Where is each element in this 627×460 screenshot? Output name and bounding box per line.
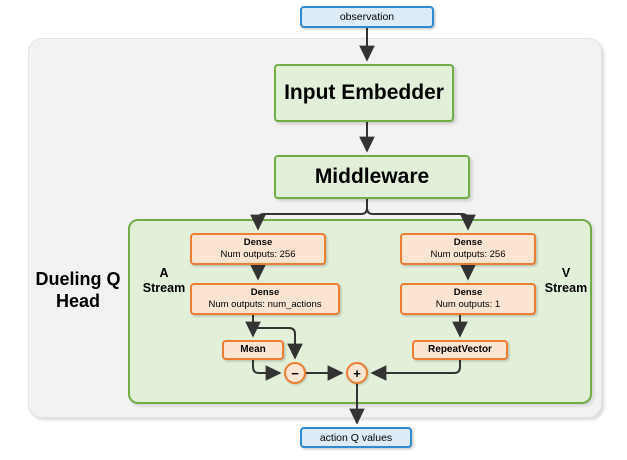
a-stream-dense-256-node: Dense Num outputs: 256 [190, 233, 326, 265]
v-stream-dense-1-node: Dense Num outputs: 1 [400, 283, 536, 315]
a-dense1-subtitle: Num outputs: 256 [220, 249, 296, 260]
action-q-values-node: action Q values [300, 427, 412, 448]
dueling-q-head-label: Dueling Q Head [30, 268, 126, 312]
action-q-values-label: action Q values [319, 431, 393, 444]
v-dense1-title: Dense [453, 237, 483, 248]
repeat-vector-node: RepeatVector [412, 340, 508, 360]
subtract-operator-glyph: − [291, 365, 299, 381]
a-stream-label-line1: A [159, 266, 169, 280]
observation-node: observation [300, 6, 434, 28]
input-embedder-node: Input Embedder [274, 64, 454, 122]
v-dense1-subtitle: Num outputs: 256 [430, 249, 506, 260]
input-embedder-label: Input Embedder [284, 81, 444, 104]
a-dense1-title: Dense [243, 237, 273, 248]
v-stream-label: V Stream [542, 266, 590, 296]
v-stream-label-line1: V [561, 266, 571, 280]
add-operator-icon: + [346, 362, 368, 384]
observation-label: observation [339, 11, 395, 23]
v-dense2-subtitle: Num outputs: 1 [435, 299, 501, 310]
add-operator-glyph: + [353, 365, 361, 381]
dueling-q-head-label-line2: Head [55, 291, 100, 311]
v-stream-dense-256-node: Dense Num outputs: 256 [400, 233, 536, 265]
repeat-vector-label: RepeatVector [428, 344, 492, 355]
a-dense2-subtitle: Num outputs: num_actions [208, 299, 322, 310]
a-dense2-title: Dense [250, 287, 280, 298]
subtract-operator-icon: − [284, 362, 306, 384]
v-dense2-title: Dense [453, 287, 483, 298]
middleware-node: Middleware [274, 155, 470, 199]
dueling-q-head-label-line1: Dueling Q [35, 269, 121, 289]
a-stream-label: A Stream [140, 266, 188, 296]
middleware-label: Middleware [314, 165, 430, 188]
a-stream-dense-numactions-node: Dense Num outputs: num_actions [190, 283, 340, 315]
mean-label: Mean [240, 344, 266, 355]
a-stream-label-line2: Stream [142, 281, 186, 295]
v-stream-label-line2: Stream [544, 281, 588, 295]
mean-node: Mean [222, 340, 284, 360]
